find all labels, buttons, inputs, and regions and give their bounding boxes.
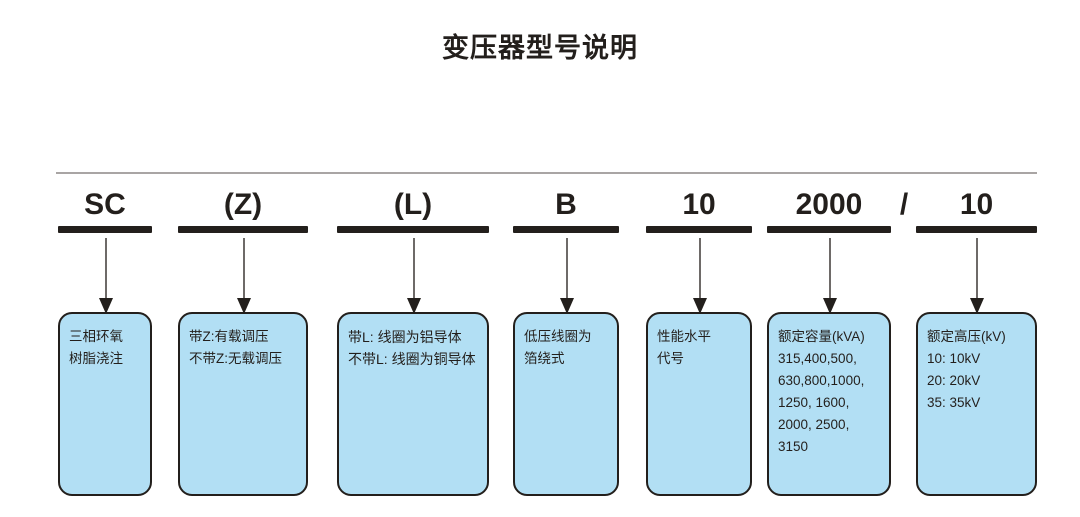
model-code-segment-1: SC	[58, 186, 152, 233]
description-box-5: 性能水平代号	[646, 312, 752, 496]
description-line: 树脂浇注	[69, 351, 123, 366]
description-line: 三相环氧	[69, 329, 123, 344]
top-divider-rule	[56, 172, 1037, 174]
model-code-text: 10	[682, 188, 716, 221]
model-code-underline	[513, 226, 619, 233]
down-arrow-icon	[566, 238, 568, 312]
down-arrow-icon	[829, 238, 831, 312]
down-arrow-icon	[105, 238, 107, 312]
description-box-3: 带L: 线圈为铝导体不带L: 线圈为铜导体	[337, 312, 489, 496]
description-line: 带Z:有载调压	[189, 329, 269, 344]
description-line: 低压线圈为	[524, 329, 592, 344]
model-code-underline	[58, 226, 152, 233]
description-line: 20: 20kV	[927, 373, 981, 388]
description-line: 35: 35kV	[927, 395, 981, 410]
model-code-segment-3: (L)	[337, 186, 489, 233]
down-arrow-icon	[699, 238, 701, 312]
description-line: 带L: 线圈为铝导体	[348, 329, 462, 345]
description-line: 额定高压(kV)	[927, 329, 1006, 344]
model-code-segment-5: 10	[646, 186, 752, 233]
model-code-segment-2: (Z)	[178, 186, 308, 233]
model-code-underline	[178, 226, 308, 233]
down-arrow-icon	[243, 238, 245, 312]
model-code-underline	[337, 226, 489, 233]
description-line: 2000, 2500,	[778, 417, 850, 432]
description-box-2: 带Z:有载调压不带Z:无载调压	[178, 312, 308, 496]
model-code-underline	[916, 226, 1037, 233]
description-line: 性能水平	[657, 329, 711, 344]
model-code-segment-8: 10	[916, 186, 1037, 233]
model-code-text: SC	[84, 188, 126, 221]
model-code-text: 10	[959, 188, 994, 221]
description-box-6: 额定容量(kVA) 315,400,500, 630,800,1000, 1250, …	[767, 312, 891, 496]
description-line: 不带L: 线圈为铜导体	[348, 351, 476, 367]
description-line: 3150	[778, 439, 809, 454]
description-box-8: 额定高压(kV) 10: 10kV 20: 20kV 35: 35kV	[916, 312, 1037, 496]
description-line: 额定容量(kVA)	[778, 329, 865, 344]
down-arrow-icon	[976, 238, 978, 312]
model-code-text: 2000	[795, 188, 863, 221]
model-code-segment-7: /	[893, 186, 915, 224]
model-code-underline	[646, 226, 752, 233]
description-line: 1250, 1600,	[778, 395, 850, 410]
description-line: 630,800,1000,	[778, 373, 865, 388]
model-code-text: /	[899, 188, 909, 221]
model-code-text: (Z)	[223, 188, 263, 221]
description-box-4: 低压线圈为箔绕式	[513, 312, 619, 496]
page-title: 变压器型号说明	[442, 33, 638, 63]
model-code-underline	[767, 226, 891, 233]
description-box-1: 三相环氧树脂浇注	[58, 312, 152, 496]
description-line: 代号	[657, 351, 684, 366]
description-line: 10: 10kV	[927, 351, 981, 366]
model-code-segment-6: 2000	[767, 186, 891, 233]
description-line: 箔绕式	[524, 351, 565, 366]
model-code-text: B	[555, 188, 577, 221]
model-code-segment-4: B	[513, 186, 619, 233]
model-code-text: (L)	[393, 188, 433, 221]
description-line: 315,400,500,	[778, 351, 857, 366]
description-line: 不带Z:无载调压	[189, 351, 282, 366]
down-arrow-icon	[413, 238, 415, 312]
model-code-row: SC (Z) (L) B 10 2000 / 10	[0, 186, 1080, 238]
